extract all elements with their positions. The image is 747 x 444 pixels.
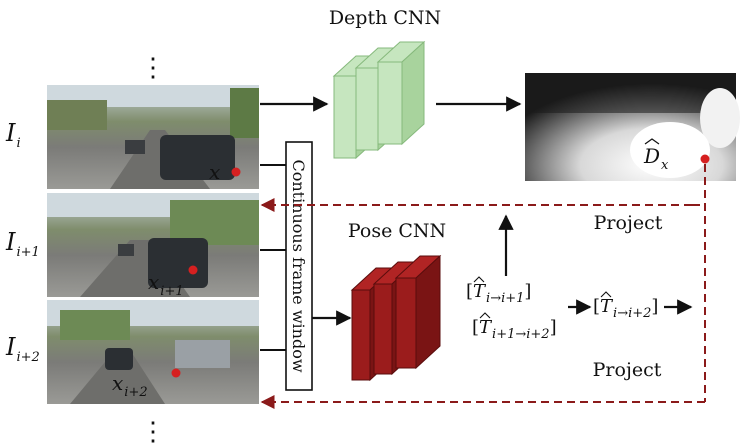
pose-cnn-block (350, 254, 442, 382)
frame-image-i: x (47, 85, 259, 189)
depth-cnn-block (332, 40, 426, 160)
depth-map-image: Dx (525, 73, 740, 181)
frame-label-i: Ii (5, 119, 21, 151)
composed-pose: [Ti→i+2] (593, 291, 658, 321)
point-x (231, 167, 241, 177)
continuous-frame-window-label: Continuous frame window (289, 159, 308, 372)
svg-text:[Ti→i+2]: [Ti→i+2] (593, 296, 658, 321)
depth-output-label: Dx (643, 144, 669, 173)
pose-cnn-label: Pose CNN (348, 220, 446, 242)
frame-label-i-plus-2: Ii+2 (5, 333, 40, 365)
svg-text:[Ti+1→i+2]: [Ti+1→i+2] (472, 317, 557, 342)
frame-label-i-plus-1: Ii+1 (5, 228, 40, 260)
svg-text:Ii+1: Ii+1 (5, 228, 40, 260)
pose-output-1: [Ti→i+1] (466, 276, 531, 306)
point-x-i-plus-2-label: xi+2 (112, 371, 148, 400)
project-top-label: Project (594, 212, 663, 234)
top-ellipsis: ⋮ (140, 53, 166, 83)
bottom-ellipsis: ⋮ (140, 417, 166, 444)
continuous-frame-window (285, 141, 313, 391)
pose-output-2: [Ti+1→i+2] (472, 312, 557, 342)
svg-text:Ii+2: Ii+2 (5, 333, 40, 365)
frame-image-i-plus-2: xi+2 (47, 300, 259, 404)
svg-text:[Ti→i+1]: [Ti→i+1] (466, 281, 531, 306)
depth-hat (644, 138, 660, 145)
project-bottom-label: Project (593, 359, 662, 381)
point-x-i-plus-1 (188, 265, 198, 275)
point-x-i-plus-2 (171, 368, 181, 378)
depth-cnn-label: Depth CNN (329, 7, 441, 29)
point-x-label: x (209, 160, 220, 184)
depth-point (700, 154, 710, 164)
point-x-i-plus-1-label: xi+1 (148, 270, 184, 299)
frame-image-i-plus-1: xi+1 (47, 193, 259, 299)
svg-text:Ii: Ii (5, 119, 21, 151)
